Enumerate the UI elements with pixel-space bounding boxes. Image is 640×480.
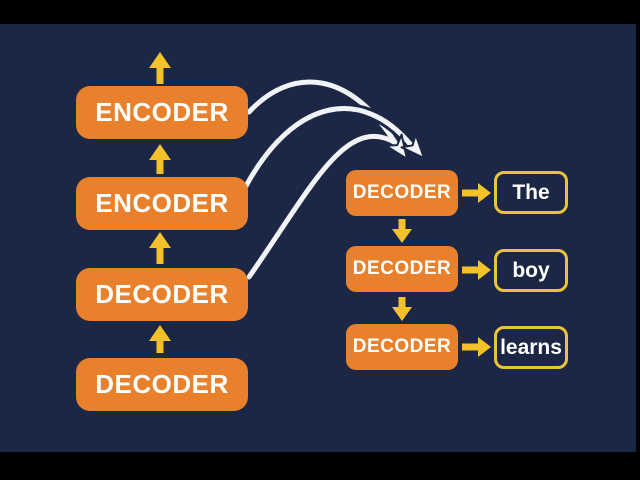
decoder-step-2: DECODER xyxy=(346,246,458,292)
decoder-box-2: DECODER xyxy=(76,358,248,411)
up-arrow-icon xyxy=(149,144,171,174)
up-arrow-icon xyxy=(149,52,171,84)
right-arrow-icon xyxy=(462,183,491,203)
decoder-step-1-label: DECODER xyxy=(352,182,452,203)
right-arrow-icon xyxy=(462,337,491,357)
decoder-step-1: DECODER xyxy=(346,170,458,216)
decoder-box-1-label: DECODER xyxy=(95,279,229,309)
output-token-2-text: boy xyxy=(512,258,550,282)
decoder-step-3-label: DECODER xyxy=(352,336,452,357)
output-token-3-text: learns xyxy=(500,335,562,359)
encoder-box-2-label: ENCODER xyxy=(95,188,229,218)
skip-arrowhead-icon xyxy=(400,133,425,159)
decoder-step-2-label: DECODER xyxy=(352,258,452,279)
down-arrow-icon xyxy=(392,219,412,243)
encoder-box-1-label: ENCODER xyxy=(95,97,229,127)
output-token-3: learns xyxy=(494,326,568,369)
skip-connection-arrow xyxy=(246,133,397,280)
skip-arrowhead-icon xyxy=(385,133,408,160)
decoder-step-3: DECODER xyxy=(346,324,458,370)
encoder-box-2: ENCODER xyxy=(76,177,248,230)
up-arrow-icon xyxy=(149,325,171,353)
skip-connection-arrow xyxy=(243,106,414,189)
decoder-box-1: DECODER xyxy=(76,268,248,321)
output-token-1: The xyxy=(494,171,568,214)
decoder-box-2-label: DECODER xyxy=(95,369,229,399)
up-arrow-icon xyxy=(149,232,171,264)
encoder-box-1: ENCODER xyxy=(76,86,248,139)
output-token-1-text: The xyxy=(512,180,550,204)
right-arrow-icon xyxy=(462,260,491,280)
output-token-2: boy xyxy=(494,249,568,292)
down-arrow-icon xyxy=(392,297,412,321)
